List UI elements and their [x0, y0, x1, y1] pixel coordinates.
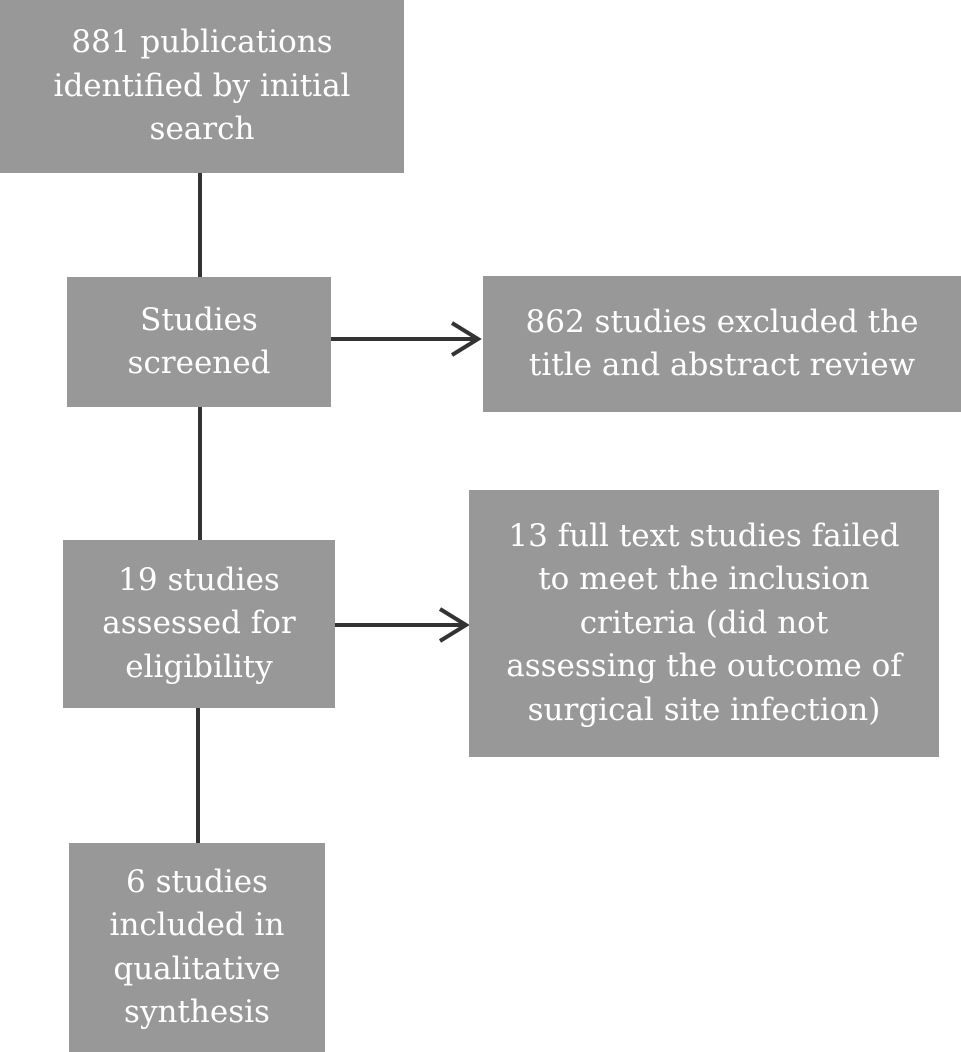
- box-excluded-full-text-text: 13 full text studies failed to meet the …: [506, 517, 902, 728]
- box-publications-identified: 881 publications identified by initial s…: [0, 0, 404, 173]
- arrowhead-to-excluded-full-text: [438, 607, 470, 643]
- arrowhead-to-excluded-title-abstract: [450, 321, 482, 357]
- box-included-synthesis-text: 6 studies included in qualitative synthe…: [109, 863, 285, 1031]
- box-assessed-eligibility: 19 studies assessed for eligibility: [63, 540, 335, 708]
- box-included-synthesis: 6 studies included in qualitative synthe…: [69, 843, 325, 1052]
- box-publications-identified-text: 881 publications identified by initial s…: [53, 24, 351, 148]
- box-assessed-eligibility-text: 19 studies assessed for eligibility: [102, 561, 296, 685]
- box-excluded-full-text: 13 full text studies failed to meet the …: [469, 490, 939, 757]
- box-studies-screened: Studies screened: [67, 277, 331, 407]
- box-excluded-title-abstract: 862 studies excluded the title and abstr…: [483, 276, 961, 412]
- box-studies-screened-text: Studies screened: [127, 301, 271, 382]
- box-excluded-title-abstract-text: 862 studies excluded the title and abstr…: [525, 303, 919, 384]
